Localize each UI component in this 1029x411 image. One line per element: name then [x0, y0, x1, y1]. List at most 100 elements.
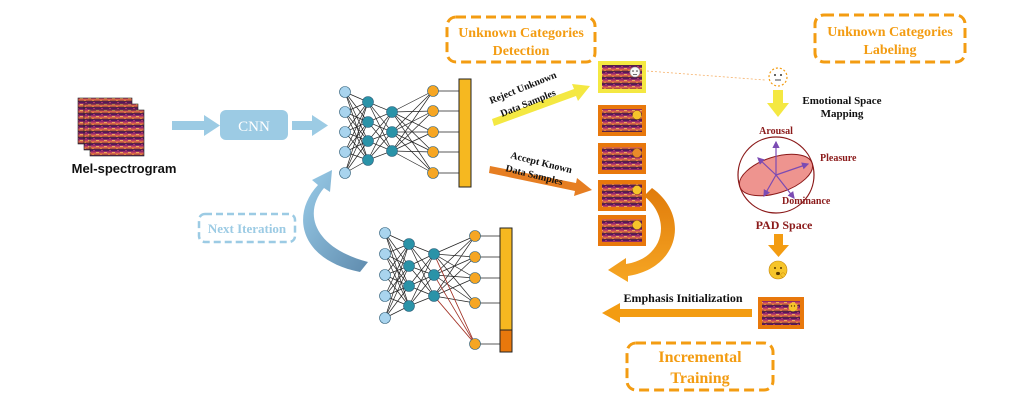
net-edge	[344, 101, 369, 133]
net-node	[403, 280, 415, 292]
incremental-training-box	[625, 341, 775, 392]
output-bar-bottom	[499, 227, 513, 331]
unknown-face-icon	[768, 67, 788, 87]
return-cycle-arrow	[608, 188, 675, 282]
next-iteration-arrow	[303, 170, 368, 272]
net-edge	[391, 150, 434, 174]
net-edge	[384, 232, 410, 267]
net-node	[386, 106, 398, 118]
neural-network-top	[339, 85, 459, 179]
net-node	[403, 238, 415, 250]
net-edge	[391, 90, 434, 152]
emotional-space-line2: Mapping	[821, 108, 864, 120]
pad-pleasure-label: Pleasure	[820, 153, 857, 164]
new-class-edge	[433, 253, 476, 345]
net-node	[379, 227, 391, 239]
net-node	[469, 251, 481, 263]
net-edge	[391, 90, 434, 113]
new-class-edge	[433, 295, 476, 345]
output-bar-new-class	[499, 329, 513, 353]
net-node	[469, 338, 481, 350]
net-node	[379, 312, 391, 324]
net-edge	[367, 131, 393, 161]
net-edge	[433, 256, 476, 297]
emphasis-label: Emphasis Initialization	[623, 291, 742, 305]
net-edge	[391, 131, 434, 153]
net-node	[428, 269, 440, 281]
cnn-label: CNN	[238, 119, 270, 135]
pad-space-title: PAD Space	[756, 218, 813, 232]
sad-face-icon	[632, 220, 642, 230]
unknown-detection-line1: Unknown Categories	[458, 26, 584, 41]
net-node	[428, 248, 440, 260]
next-iteration-label: Next Iteration	[208, 221, 287, 236]
net-node	[427, 85, 439, 97]
net-edge	[391, 131, 434, 174]
emphasis-arrow	[602, 303, 752, 323]
net-edge	[408, 265, 435, 297]
net-edge	[344, 121, 369, 174]
net-node	[403, 300, 415, 312]
net-node	[427, 146, 439, 158]
arrow-cnn-to-network	[292, 115, 328, 136]
emotional-space-line1: Emotional Space	[802, 95, 881, 107]
net-node	[339, 126, 351, 138]
down-arrow-orange	[768, 234, 789, 257]
neutral-face-icon	[632, 185, 642, 195]
net-edge	[391, 90, 434, 133]
net-edge	[384, 243, 410, 297]
pad-sphere	[737, 136, 815, 214]
spectrogram-icon	[602, 184, 642, 207]
net-edge	[408, 253, 435, 287]
spectrogram-icon	[602, 147, 642, 170]
net-node	[379, 248, 391, 260]
dotted-link	[646, 70, 766, 81]
spectrogram-icon	[602, 219, 642, 242]
unknown-labeling-box	[813, 13, 967, 64]
net-node	[427, 126, 439, 138]
net-node	[339, 167, 351, 179]
reject-arrow	[492, 84, 590, 126]
net-edge	[344, 131, 369, 161]
unknown-labeling-line2: Labeling	[864, 43, 917, 58]
net-node	[386, 126, 398, 138]
net-node	[362, 154, 374, 166]
net-edge	[408, 253, 435, 307]
net-edge	[391, 131, 434, 152]
net-edge	[344, 140, 369, 174]
mel-spectrogram-stack	[77, 97, 145, 157]
neutral-face-icon	[629, 66, 641, 78]
down-arrow-yellow	[767, 90, 789, 117]
spectrogram-icon	[602, 109, 642, 132]
rejected-sample	[598, 61, 646, 93]
neural-network-bottom	[379, 227, 500, 350]
net-node	[339, 86, 351, 98]
unknown-labeling-line1: Unknown Categories	[827, 25, 953, 40]
net-node	[339, 146, 351, 158]
net-edge	[391, 110, 434, 152]
net-edge	[344, 101, 369, 174]
accepted-samples	[598, 105, 646, 246]
pad-dominance-label: Dominance	[782, 196, 831, 207]
net-node	[427, 167, 439, 179]
net-node	[379, 269, 391, 281]
new-emotion-face-icon	[768, 260, 788, 280]
pad-arousal-label: Arousal	[759, 126, 793, 137]
net-edge	[433, 235, 476, 255]
angry-face-icon	[632, 148, 642, 158]
net-edge	[344, 101, 369, 153]
net-edge	[384, 265, 410, 319]
net-edge	[384, 243, 410, 319]
unknown-detection-box	[445, 15, 597, 64]
net-node	[379, 290, 391, 302]
unknown-detection-line2: Detection	[493, 44, 550, 59]
net-node	[339, 106, 351, 118]
output-bar-top	[458, 78, 472, 188]
net-node	[386, 145, 398, 157]
net-node	[469, 230, 481, 242]
arrow-input-to-cnn	[172, 115, 220, 136]
net-edge	[344, 111, 369, 161]
net-edge	[391, 111, 434, 174]
labeled-sample	[758, 297, 804, 329]
